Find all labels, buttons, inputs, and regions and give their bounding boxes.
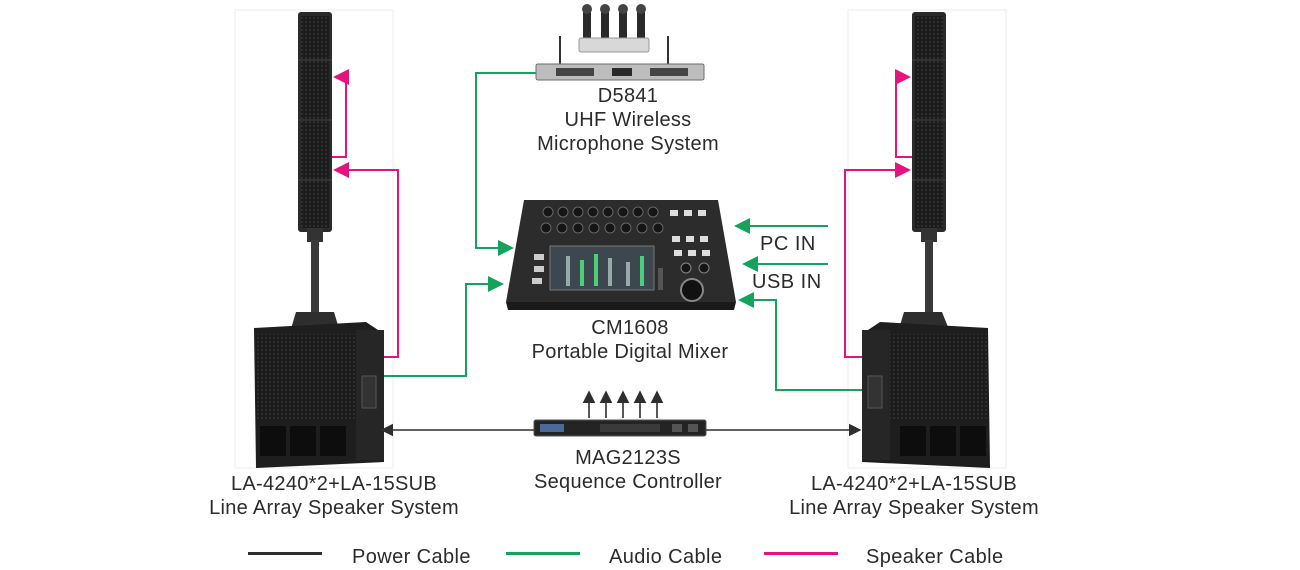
right-subwoofer: [862, 322, 990, 468]
right-speaker-desc: Line Array Speaker System: [789, 497, 1039, 519]
audio-cables: [384, 72, 862, 391]
mic-system-label: D5841 UHF Wireless Microphone System: [500, 84, 756, 156]
left-speaker-desc: Line Array Speaker System: [209, 497, 459, 519]
mic-model: D5841: [597, 85, 659, 107]
right-pole: [925, 240, 933, 320]
left-pole: [311, 240, 319, 320]
mixer-model: CM1608: [591, 317, 669, 339]
mixer-label: CM1608 Portable Digital Mixer: [490, 316, 770, 364]
speaker-cables: [332, 69, 912, 358]
usb-in-label: USB IN: [752, 271, 822, 293]
legend-power-swatch: [248, 552, 322, 555]
controller-label: MAG2123S Sequence Controller: [500, 446, 756, 494]
mic-desc: UHF Wireless: [564, 109, 692, 131]
wireless-mic-system: [535, 4, 705, 81]
pc-in-label: PC IN: [760, 233, 816, 255]
left-speaker-label: LA-4240*2+LA-15SUB Line Array Speaker Sy…: [184, 472, 484, 520]
mixer-screen: [549, 245, 655, 291]
left-subwoofer: [254, 322, 384, 468]
digital-mixer: [506, 200, 736, 310]
legend-power-label: Power Cable: [352, 546, 471, 568]
jog-wheel: [680, 278, 704, 302]
output-arrows-icon: [582, 390, 664, 418]
mixer-desc: Portable Digital Mixer: [531, 341, 729, 363]
right-speaker-model: LA-4240*2+LA-15SUB: [810, 473, 1018, 495]
right-speaker-system: [847, 9, 1007, 469]
right-speaker-label: LA-4240*2+LA-15SUB Line Array Speaker Sy…: [764, 472, 1064, 520]
controller-model: MAG2123S: [575, 447, 681, 469]
sequence-controller: [533, 390, 707, 437]
legend-audio-label: Audio Cable: [609, 546, 723, 568]
left-speaker-system: [234, 9, 394, 469]
controller-desc: Sequence Controller: [533, 471, 723, 493]
left-speaker-model: LA-4240*2+LA-15SUB: [230, 473, 438, 495]
microphone-icon: [578, 4, 650, 53]
legend-speaker-swatch: [764, 552, 838, 555]
legend-speaker-label: Speaker Cable: [866, 546, 1004, 568]
mixer-knobs: [540, 206, 664, 234]
legend-audio-swatch: [506, 552, 580, 555]
mic-desc-2: Microphone System: [537, 133, 719, 155]
